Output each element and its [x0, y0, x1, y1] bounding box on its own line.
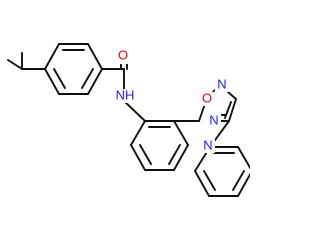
- pyridine-bond-4: [237, 172, 250, 197]
- ring1-double-inner-2: [81, 68, 94, 89]
- bond-nh-to-ring: [123, 100, 146, 122]
- isopropyl-group: [7, 52, 46, 70]
- oxadiazole-oxygen-label: O: [202, 90, 212, 105]
- oxadiazole-nitrogen-bottom-label: N: [209, 112, 218, 127]
- ring1-double-inner-3: [53, 68, 66, 89]
- pyridine-nitrogen-label: N: [203, 137, 212, 152]
- oxadiazole-double-right: [224, 101, 232, 119]
- oxadiazole-nitrogen-bottom-bg: [207, 114, 221, 128]
- ring2-double-inner-1: [139, 144, 152, 165]
- benzene-ring-center: [130, 120, 189, 171]
- pyridine-bond-2: [194, 170, 210, 197]
- oxadiazole-nitrogen-top-label: N: [217, 76, 226, 91]
- pyridine-nitrogen-bg: [201, 139, 215, 153]
- ring2-bond-4: [173, 144, 189, 171]
- ring1-bond-4: [87, 68, 103, 95]
- oxadiazole-bond-4: [228, 98, 237, 122]
- oxadiazole-oxygen-bg: [200, 92, 214, 106]
- pyridine-double-inner-1: [203, 170, 216, 191]
- structure-canvas: O NH O N N N: [7, 43, 250, 197]
- ring2-bond-1: [130, 120, 146, 146]
- bond-methyl-left: [7, 59, 23, 70]
- ring2-bond-5: [173, 120, 189, 146]
- benzene-ring-left: [44, 43, 103, 95]
- pyridine-ring: [194, 120, 250, 197]
- carbonyl-oxygen-label: O: [118, 47, 128, 62]
- ring1-bond-6: [44, 68, 60, 95]
- molecule-diagram: O NH O N N N: [7, 43, 250, 197]
- carbonyl-oxygen-bg: [116, 49, 131, 64]
- ring1-bond-1: [44, 43, 60, 70]
- amide-nitrogen-label: NH: [116, 87, 135, 102]
- nh-bg: [113, 89, 138, 103]
- pyridine-double-inner-2: [232, 170, 245, 191]
- ring2-bond-2: [130, 144, 146, 171]
- ring2-double-inner-2: [168, 144, 181, 165]
- oxadiazole-nitrogen-top-bg: [215, 78, 229, 92]
- pyridine-bond-5: [237, 146, 250, 170]
- ring1-bond-3: [87, 43, 103, 70]
